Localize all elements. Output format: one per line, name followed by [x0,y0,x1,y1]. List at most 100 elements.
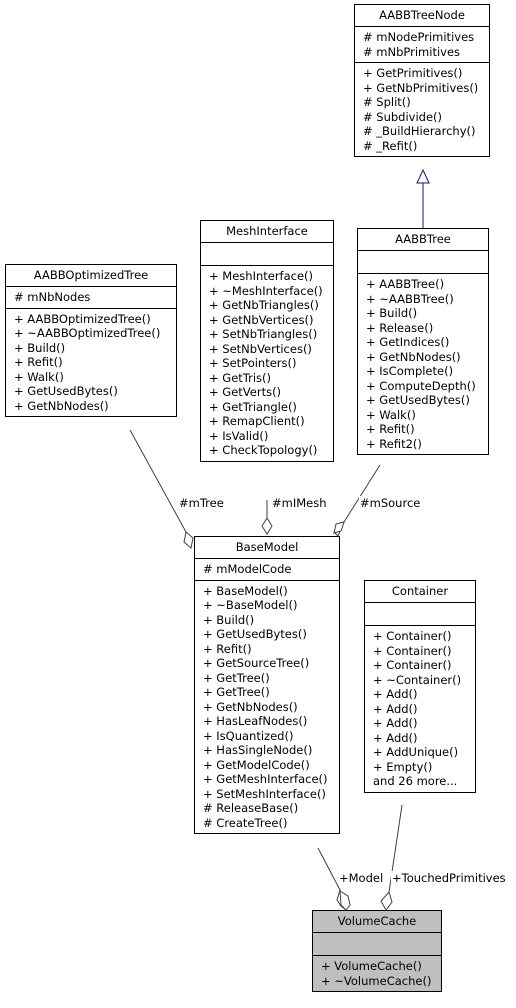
method: + GetNbNodes() [366,349,461,364]
method: + Add() [373,701,418,716]
edge-label-mtree: #mTree [178,496,225,510]
method: + Add() [373,687,418,701]
edge-label-model: +Model [338,871,385,885]
method: + IsComplete() [366,364,454,378]
edge-label-mimesh: #mIMesh [271,496,328,510]
aggregation-diamond-msource-2 [333,521,345,534]
method: + MeshInterface() [209,269,314,283]
methods-section: + AABBOptimizedTree() + ~AABBOptimizedTr… [6,309,176,417]
attributes-section [365,603,475,626]
method: + ~BaseModel() [203,598,298,612]
class-box-volumecache[interactable]: VolumeCache + VolumeCache() + ~VolumeCac… [312,910,442,992]
method: + Build() [203,612,255,627]
attribute: # mNbNodes [14,290,91,304]
method: + GetNbTriangles() [209,298,319,312]
method: + GetTris() [209,370,272,385]
method: + ~MeshInterface() [209,283,323,298]
method: + HasLeafNodes() [203,714,308,728]
method: + BaseModel() [203,583,288,598]
method: # Split() [363,95,411,109]
class-name: VolumeCache [313,911,441,933]
method: + GetVerts() [209,385,282,399]
more-methods-link[interactable]: and 26 more... [373,774,458,788]
method: + Add() [373,716,418,730]
aggregation-diamond-mimesh [261,517,273,535]
method: + Container() [373,658,452,672]
method: + ~AABBOptimizedTree() [14,326,161,340]
class-box-aabbtreenode[interactable]: AABBTreeNode # mNodePrimitives # mNbPrim… [354,4,490,157]
method: + Walk() [14,369,64,384]
method: + VolumeCache() [321,959,422,973]
method: + SetMeshInterface() [203,786,326,801]
method: + SetNbVertices() [209,341,312,356]
method: + GetPrimitives() [363,66,463,80]
attributes-section [201,243,333,266]
class-name: AABBTreeNode [355,5,489,27]
method: + Release() [366,320,434,335]
method: + IsValid() [209,428,269,443]
methods-section: + MeshInterface() + ~MeshInterface() + G… [201,266,333,461]
method: + GetUsedBytes() [203,627,307,641]
method: + GetModelCode() [203,757,310,772]
methods-section: + Container() + Container() + Container(… [365,626,475,792]
method: + Refit2() [366,436,422,451]
aggregation-diamond-model-2 [339,890,351,911]
attributes-section: # mModelCode [195,559,339,581]
method: + Refit() [14,355,63,369]
method: + GetNbNodes() [203,699,298,714]
method: + GetTree() [203,685,270,699]
method: + Add() [373,730,418,745]
aggregation-edge-msource [343,464,381,523]
edge-label-touched-primitives: +TouchedPrimitives [391,871,507,885]
attributes-section [313,933,441,956]
method: + GetIndices() [366,335,450,349]
method: + GetMeshInterface() [203,772,328,786]
method: + ~Container() [373,672,462,687]
method: # ReleaseBase() [203,801,299,815]
methods-section: + VolumeCache() + ~VolumeCache() [313,956,441,991]
method: + GetTree() [203,670,270,685]
method: + Refit() [366,422,415,436]
class-box-container[interactable]: Container + Container() + Container() + … [364,580,476,793]
method: + Build() [366,306,418,320]
aggregation-diamond-touched [380,890,393,911]
attribute: # mNbPrimitives [363,44,461,59]
class-box-meshinterface[interactable]: MeshInterface + MeshInterface() + ~MeshI… [200,220,334,462]
method: + Build() [14,340,66,355]
method: + GetNbNodes() [14,398,109,413]
aggregation-edge-model [317,847,341,891]
methods-section: + BaseModel() + ~BaseModel() + Build() +… [195,581,339,834]
method: # Subdivide() [363,109,443,124]
methods-section: + GetPrimitives() + GetNbPrimitives() # … [355,63,489,156]
class-name: MeshInterface [201,221,333,243]
method: + Container() [373,643,452,658]
attributes-section: # mNodePrimitives # mNbPrimitives [355,27,489,63]
method: + GetNbPrimitives() [363,80,479,95]
method: + Container() [373,629,452,643]
class-box-aabbtree[interactable]: AABBTree + AABBTree() + ~AABBTree() + Bu… [357,228,489,455]
class-name: BaseModel [195,537,339,559]
method: + ComputeDepth() [366,378,476,393]
method: + AABBOptimizedTree() [14,311,151,326]
method: + CheckTopology() [209,443,318,457]
attribute: # mModelCode [203,562,292,576]
methods-section: + AABBTree() + ~AABBTree() + Build() + R… [358,274,488,454]
method: + GetUsedBytes() [366,393,470,407]
class-name: AABBTree [358,229,488,251]
aggregation-edge-mtree [129,429,187,533]
attribute: # mNodePrimitives [363,30,475,44]
aggregation-diamond-mtree [183,531,194,549]
method: # _BuildHierarchy() [363,124,476,138]
method: + AABBTree() [366,277,445,291]
method: + GetNbVertices() [209,312,314,327]
class-box-aabboptimizedtree[interactable]: AABBOptimizedTree # mNbNodes + AABBOptim… [5,264,177,417]
method: + GetSourceTree() [203,656,310,670]
class-box-basemodel[interactable]: BaseModel # mModelCode + BaseModel() + ~… [194,536,340,834]
class-name: Container [365,581,475,603]
method: + SetPointers() [209,356,297,370]
method: + ~AABBTree() [366,291,454,306]
method: + ~VolumeCache() [321,973,432,988]
method: + AddUnique() [373,745,459,759]
attributes-section [358,251,488,274]
